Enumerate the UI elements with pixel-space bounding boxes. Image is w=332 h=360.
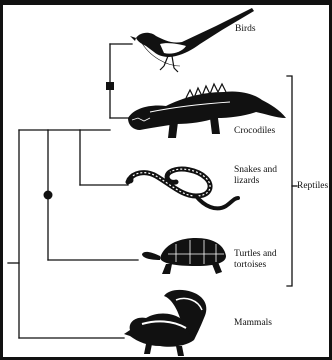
birds-crocodiles-node-square <box>106 82 114 90</box>
label-reptiles: Reptiles <box>297 181 328 192</box>
turtle-illustration <box>142 238 226 274</box>
bird-illustration <box>130 8 254 72</box>
label-birds: Birds <box>235 24 256 35</box>
skunk-illustration <box>124 290 206 356</box>
reptiles-bracket <box>287 76 292 286</box>
amniote-node-circle <box>44 191 53 200</box>
label-turtles-tortoises: Turtles and tortoises <box>234 249 277 271</box>
snake-illustration <box>127 169 239 208</box>
label-crocodiles: Crocodiles <box>234 126 275 137</box>
label-snakes-lizards: Snakes and lizards <box>234 165 277 187</box>
label-mammals: Mammals <box>234 318 272 329</box>
